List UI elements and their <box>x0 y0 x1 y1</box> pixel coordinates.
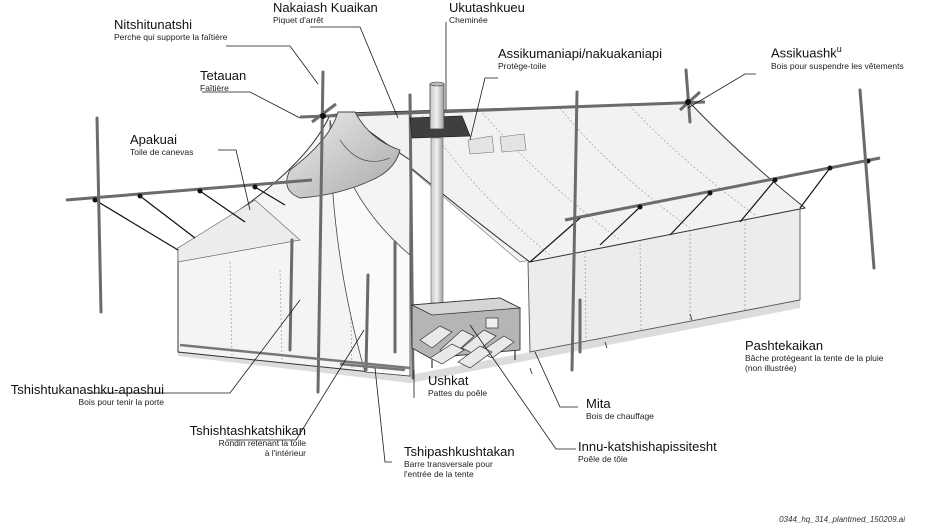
desc-ushkat: Pattes du poêle <box>428 388 488 399</box>
desc-tshishtashkatshikan: Rondin retenant la toile à l'intérieur <box>218 438 306 459</box>
roof-seams <box>419 105 756 256</box>
chimney-top <box>429 81 445 87</box>
label-assikuashk: Assikuashku Bois pour suspendre les vête… <box>771 44 904 71</box>
label-apakuai: Apakuai Toile de canevas <box>130 132 193 157</box>
desc-apakuai: Toile de canevas <box>130 147 194 158</box>
label-mita: Mita Bois de chauffage <box>586 396 654 421</box>
label-tshishtashkatshikan: Tshishtashkatshikan Rondin retenant la t… <box>160 423 306 458</box>
term-assikuashk: Assikuashku <box>771 44 842 61</box>
vertical-poles <box>95 68 876 394</box>
term-assikumaniapi: Assikumaniapi/nakuakaniapi <box>498 46 663 61</box>
label-pashtekaikan: Pashtekaikan Bâche protégeant la tente d… <box>745 338 883 373</box>
hanging-bag <box>286 111 401 199</box>
term-tetauan: Tetauan <box>200 68 247 83</box>
label-innu: Innu-katshishapissitesht Poêle de tôle <box>578 439 717 464</box>
ridge-knot-right <box>685 99 691 105</box>
desc-nitshitunatshi: Perche qui supporte la faîtière <box>114 32 228 43</box>
label-ukutashkueu: Ukutashkueu Cheminée <box>449 0 525 25</box>
term-tshishtashkatshikan: Tshishtashkatshikan <box>189 423 306 438</box>
roof-protector-patches <box>467 133 527 155</box>
label-assikumaniapi: Assikumaniapi/nakuakaniapi Protège-toile <box>498 46 662 71</box>
desc-assikuashk: Bois pour suspendre les vêtements <box>771 60 904 71</box>
stove-legs <box>431 350 516 368</box>
term-apakuai: Apakuai <box>130 132 177 147</box>
desc-pashtekaikan: Bâche protégeant la tente de la pluie (n… <box>745 353 884 374</box>
term-innu: Innu-katshishapissitesht <box>578 439 717 454</box>
bag-fold <box>339 139 391 162</box>
stove-pipe <box>430 137 444 304</box>
term-tshishtukanashku: Tshishtukanashku-apashui <box>10 382 164 397</box>
term-ushkat: Ushkat <box>428 373 469 388</box>
stove-top <box>410 297 522 316</box>
term-ukutashkueu: Ukutashkueu <box>449 0 525 15</box>
ridge-support-pole-left <box>311 102 337 124</box>
label-tetauan: Tetauan Faîtière <box>200 68 246 93</box>
desc-nakaiash: Piquet d'arrêt <box>273 15 324 26</box>
ground-stakes <box>529 313 693 375</box>
bottom-log <box>179 343 411 370</box>
term-nitshitunatshi: Nitshitunatshi <box>114 17 193 32</box>
term-tshipashkushtakan: Tshipashkushtakan <box>404 444 515 459</box>
desc-assikumaniapi: Protège-toile <box>498 61 547 72</box>
right-wall-seams <box>584 220 746 341</box>
desc-innu: Poêle de tôle <box>578 454 628 465</box>
ridge-knot-left <box>320 113 326 119</box>
front-left-panel <box>177 199 301 263</box>
file-credit: 0344_hq_314_plantmed_150209.ai <box>779 515 905 524</box>
label-tshishtukanashku: Tshishtukanashku-apashui Bois pour tenir… <box>8 382 164 407</box>
term-nakaiash: Nakaiash Kuaikan <box>273 0 378 15</box>
hanging-pole-left <box>65 178 313 202</box>
term-assikuashk-sup: u <box>836 44 842 54</box>
stove-door <box>485 317 499 329</box>
firewood <box>419 325 515 369</box>
leader-lines <box>88 22 756 463</box>
desc-tshishtukanashku: Bois pour tenir la porte <box>78 397 164 408</box>
desc-tshipashkushtakan: Barre transversale pour l'entrée de la t… <box>404 459 493 480</box>
term-mita: Mita <box>586 396 611 411</box>
hanging-pole-right <box>564 156 881 222</box>
label-ushkat: Ushkat Pattes du poêle <box>428 373 487 398</box>
chimney <box>429 83 445 130</box>
desc-mita: Bois de chauffage <box>586 411 654 422</box>
guy-lines <box>94 167 831 263</box>
desc-tetauan: Faîtière <box>200 83 229 94</box>
entry-bar <box>339 362 406 372</box>
label-nitshitunatshi: Nitshitunatshi Perche qui supporte la fa… <box>114 17 227 42</box>
label-tshipashkushtakan: Tshipashkushtakan Barre transversale pou… <box>404 444 515 479</box>
desc-ukutashkueu: Cheminée <box>449 15 488 26</box>
label-nakaiash: Nakaiash Kuaikan Piquet d'arrêt <box>273 0 378 25</box>
ridge-pole <box>299 100 706 119</box>
ground-shadow <box>178 300 800 383</box>
front-seams <box>229 261 353 371</box>
term-pashtekaikan: Pashtekaikan <box>745 338 824 353</box>
